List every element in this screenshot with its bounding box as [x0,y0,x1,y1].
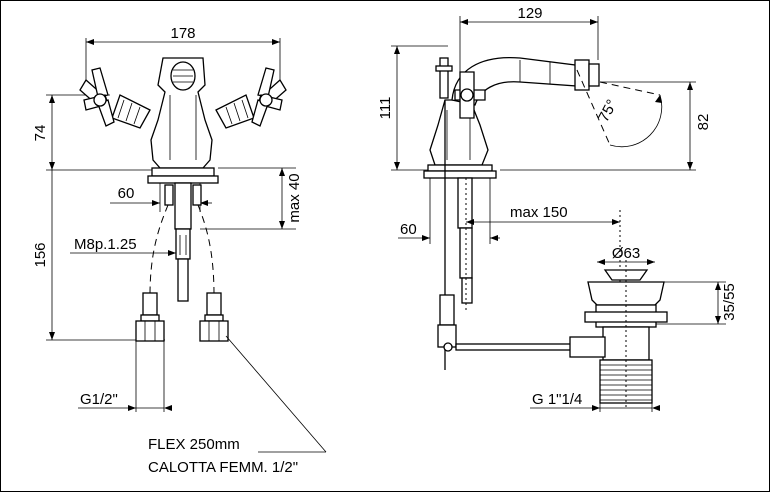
left-cross-handle [79,67,151,129]
dim-waste-height-35-55: 35/55 [721,283,738,321]
side-view: 129 111 82 [377,5,738,412]
nut-note: CALOTTA FEMM. 1/2" [148,459,298,476]
dim-max-150: max 150 [510,204,568,221]
dim-g12-label: G1/2" [80,391,118,408]
base-plate [151,167,215,177]
shank [174,182,192,230]
lift-rod [439,57,449,99]
dim-height-111: 111 [377,97,394,120]
right-cross-handle [215,67,287,129]
connector-right [199,292,229,342]
dim-spout-height-82: 82 [695,114,712,131]
dim-base-60-front: 60 [118,185,135,202]
thread-m8-label: M8p.1.25 [74,236,137,253]
spray-head [574,59,590,91]
connector-left [135,292,165,342]
flex-hose-left [149,204,169,296]
dim-total-height-156: 156 [32,242,49,267]
side-cross-handle [454,71,486,119]
angle-75: 75° [595,97,621,125]
waste-assembly: Ø63 [569,245,668,410]
pop-up-rod [455,343,572,351]
dim-waste-thread: G 1"1/4 [532,391,582,408]
front-view: 178 74 156 [32,25,327,476]
dim-diameter-63: Ø63 [612,245,640,262]
dim-max-40: max 40 [286,173,303,222]
flex-note: FLEX 250mm [148,436,240,453]
dim-spout-reach-129: 129 [517,5,542,22]
flex-hose-right [197,204,215,296]
dim-width-178: 178 [170,25,195,42]
dim-base-60-side: 60 [400,221,417,238]
side-body [429,99,489,166]
dim-handle-height-74: 74 [32,125,49,142]
